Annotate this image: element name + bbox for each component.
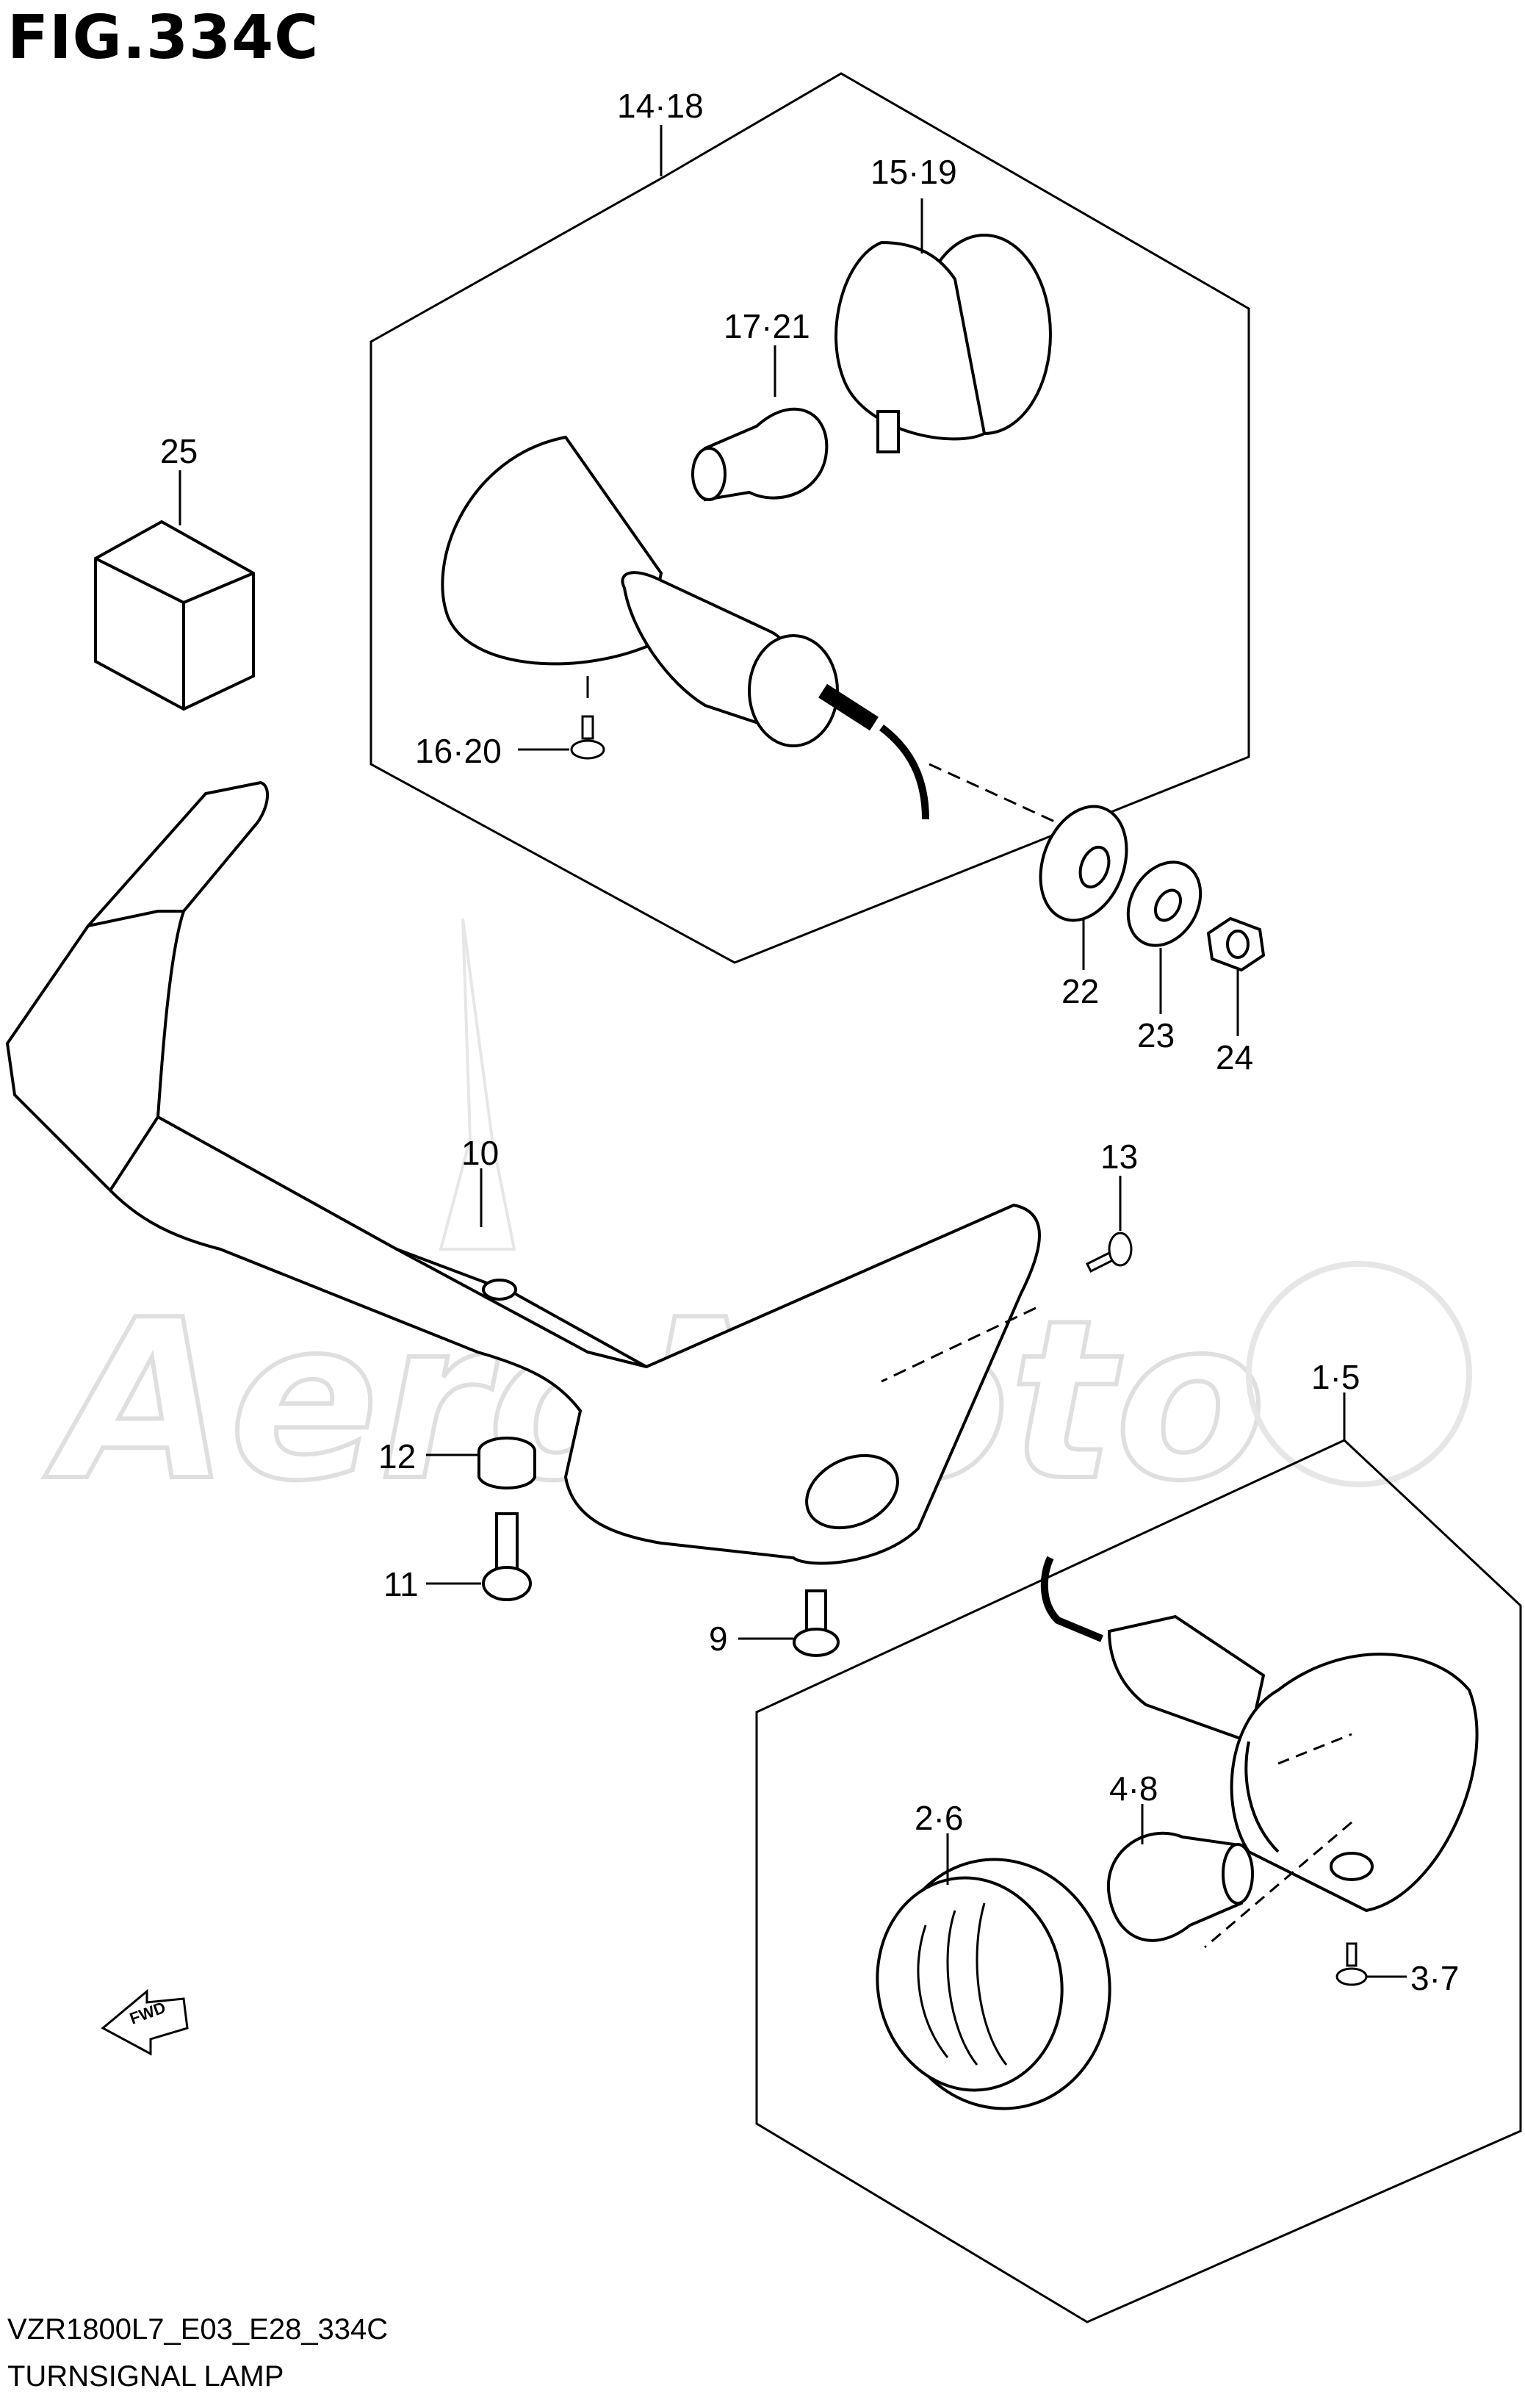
callout-22: 22 (1061, 972, 1099, 1010)
bolt-11 (483, 1514, 530, 1600)
mount-axis-screw-13 (882, 1308, 1036, 1381)
bolt-9 (794, 1591, 838, 1656)
mount-axis-upper (929, 764, 1058, 823)
lower-lamp-housing (1045, 1558, 1477, 1911)
lower-bulb (1108, 1833, 1252, 1941)
figure-title: FIG.334C (7, 3, 320, 73)
screw-3-7 (1337, 1944, 1366, 1985)
relay-25 (95, 522, 253, 709)
callout-23: 23 (1137, 1016, 1175, 1054)
upper-bulb (693, 409, 826, 500)
washer-23 (1114, 849, 1215, 959)
callout-11: 11 (383, 1565, 419, 1603)
callout-2-6: 2·6 (915, 1799, 963, 1837)
upper-lamp-assembly-box (371, 73, 1249, 963)
grommet-12 (479, 1438, 535, 1488)
mount-axis-lower-lens (1205, 1822, 1352, 1947)
screw-16-20 (572, 676, 604, 758)
callout-17-21: 17·21 (724, 307, 810, 345)
callout-13: 13 (1100, 1137, 1138, 1176)
washer-22 (1025, 794, 1142, 932)
model-code: VZR1800L7_E03_E28_334C (7, 2313, 389, 2346)
upper-lamp-housing (442, 437, 926, 819)
bracket-10 (7, 783, 1039, 1563)
callout-14-18: 14·18 (617, 87, 704, 125)
watermark-wheel (1249, 1264, 1469, 1484)
callout-25: 25 (160, 432, 198, 470)
callout-12: 12 (378, 1437, 416, 1476)
callout-15-19: 15·19 (870, 153, 957, 191)
fwd-arrow-icon: FWD (103, 1991, 187, 2054)
callout-24: 24 (1216, 1038, 1253, 1077)
callout-16-20: 16·20 (415, 732, 502, 770)
nut-24 (1208, 919, 1263, 970)
watermark-spire (441, 919, 514, 1249)
callout-3-7: 3·7 (1410, 1959, 1459, 1997)
screw-13 (1087, 1233, 1131, 1271)
callout-1-5: 1·5 (1311, 1358, 1360, 1396)
callout-4-8: 4·8 (1109, 1769, 1158, 1808)
lower-lamp-assembly-box (757, 1440, 1521, 2322)
callout-10: 10 (461, 1134, 499, 1172)
upper-socket (836, 235, 1050, 452)
section-name: TURNSIGNAL LAMP (7, 2360, 284, 2393)
lower-lens (861, 1842, 1130, 2127)
callout-9: 9 (709, 1620, 728, 1658)
mount-axis-lower (1278, 1734, 1352, 1764)
